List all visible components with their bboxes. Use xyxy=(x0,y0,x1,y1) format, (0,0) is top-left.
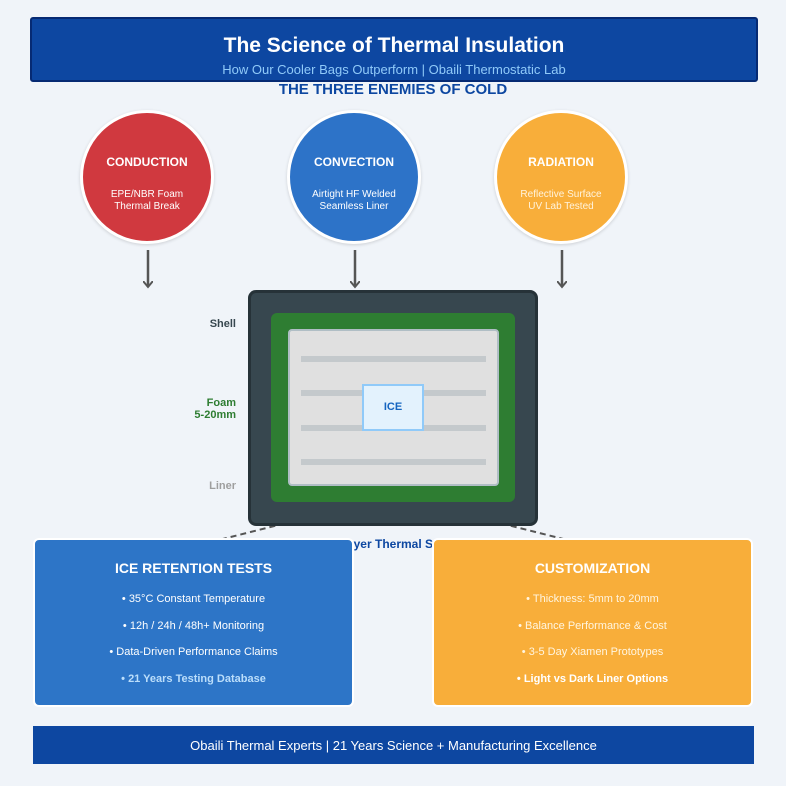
panel-title: CUSTOMIZATION xyxy=(534,560,651,576)
label-liner: Liner xyxy=(209,480,236,492)
panel-item: • Thickness: 5mm to 20mm xyxy=(526,593,659,605)
enemy-title: CONVECTION xyxy=(313,155,394,169)
panel-item: • 12h / 24h / 48h+ Monitoring xyxy=(122,620,265,632)
enemy-title: CONDUCTION xyxy=(106,155,188,169)
panel-item: • Light vs Dark Liner Options xyxy=(516,673,669,685)
enemy-detail: EPE/NBR Foam xyxy=(110,189,184,200)
ice-block: ICE xyxy=(362,384,424,431)
liner-stripe xyxy=(301,356,486,362)
enemy-detail: UV Lab Tested xyxy=(528,201,594,212)
enemy-conduction: CONDUCTION EPE/NBR Foam Thermal Break xyxy=(80,110,214,244)
panel-title: ICE RETENTION TESTS xyxy=(114,560,273,576)
enemy-detail: Thermal Break xyxy=(114,201,180,212)
label-foam: Foam 5-20mm xyxy=(194,397,236,421)
label-foam-thickness: 5-20mm xyxy=(194,409,236,421)
enemy-radiation: RADIATION Reflective Surface UV Lab Test… xyxy=(494,110,628,244)
section-title: THE THREE ENEMIES OF COLD xyxy=(278,81,508,98)
panel-item: • 3-5 Day Xiamen Prototypes xyxy=(521,646,664,658)
enemy-detail: Seamless Liner xyxy=(319,201,389,212)
enemy-detail: Airtight HF Welded xyxy=(312,189,396,200)
enemy-detail: Reflective Surface xyxy=(520,189,602,200)
ice-retention-panel: ICE RETENTION TESTS • 35°C Constant Temp… xyxy=(33,538,354,707)
panel-item: • 35°C Constant Temperature xyxy=(121,593,266,605)
panel-item: • 21 Years Testing Database xyxy=(121,673,266,685)
enemy-convection: CONVECTION Airtight HF Welded Seamless L… xyxy=(287,110,421,244)
panel-item: • Data-Driven Performance Claims xyxy=(109,646,278,658)
header-banner: The Science of Thermal Insulation How Ou… xyxy=(30,17,758,82)
panel-item: • Balance Performance & Cost xyxy=(518,620,667,632)
page-subtitle: How Our Cooler Bags Outperform | Obaili … xyxy=(222,62,566,77)
enemy-title: RADIATION xyxy=(528,155,594,169)
label-shell: Shell xyxy=(209,318,236,330)
customization-panel: CUSTOMIZATION • Thickness: 5mm to 20mm •… xyxy=(432,538,753,707)
label-foam-name: Foam xyxy=(206,397,236,409)
footer-banner: Obaili Thermal Experts | 21 Years Scienc… xyxy=(33,726,754,764)
liner-stripe xyxy=(301,459,486,465)
page-title: The Science of Thermal Insulation xyxy=(223,34,565,57)
